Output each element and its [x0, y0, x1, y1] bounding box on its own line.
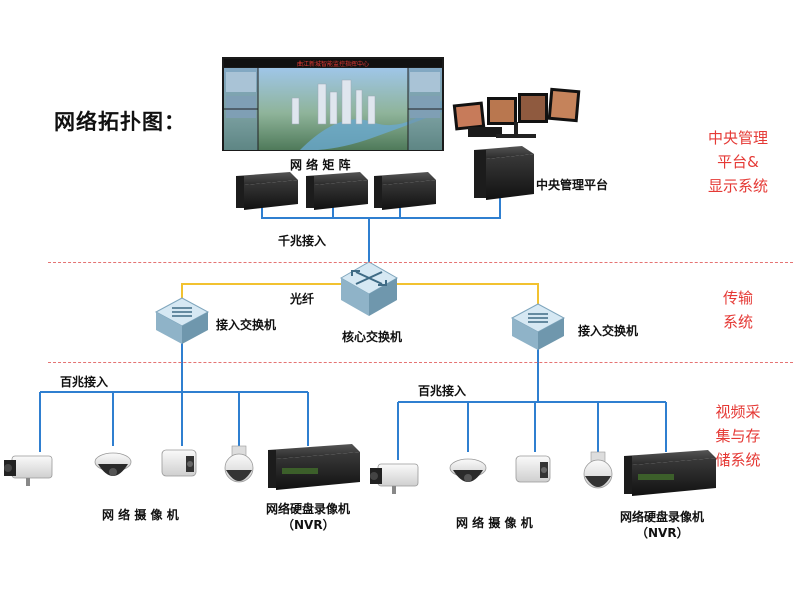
nvr-left-label: 网络硬盘录像机 [266, 502, 351, 516]
central-platform-label: 中央管理平台 [536, 178, 609, 192]
fiber-links [181, 283, 539, 306]
ptz-camera-right [583, 451, 613, 489]
nvr-right-sublabel: （NVR） [636, 526, 689, 540]
access-switch-right-label: 接入交换机 [578, 324, 639, 338]
section-transmission-line-2: 系统 [722, 313, 753, 331]
core-switch-label: 核心交换机 [342, 330, 403, 344]
section-capture-label: 视频采 集与存 储系统 [688, 400, 788, 472]
matrix-server-2 [306, 172, 368, 210]
section-capture-line-2: 集与存 [715, 427, 761, 445]
dome-camera-right [449, 458, 487, 482]
box-camera-right [370, 463, 419, 494]
bullet-camera-right [515, 455, 551, 483]
access-switch-left-label: 接入交换机 [216, 318, 277, 332]
fiber-right-line [395, 283, 539, 306]
fast-access-left-label: 百兆接入 [60, 375, 109, 389]
network-matrix-label: 网 络 矩 阵 [290, 158, 351, 172]
nvr-right [624, 450, 716, 496]
section-management-line-2: 平台& [717, 153, 759, 171]
cameras-left-label: 网 络 摄 像 机 [102, 508, 179, 522]
page-title: 网络拓扑图： [54, 110, 186, 134]
section-management-line-3: 显示系统 [707, 177, 768, 195]
section-transmission-label: 传输 系统 [688, 286, 788, 334]
fiber-left-line [181, 283, 345, 300]
gigabit-access-label: 千兆接入 [278, 234, 327, 248]
box-camera-left [4, 455, 53, 486]
fast-access-right-label: 百兆接入 [418, 384, 467, 398]
matrix-bus-line [261, 196, 501, 219]
matrix-server-3 [374, 172, 436, 210]
section-management-line-1: 中央管理 [707, 129, 768, 147]
section-capture-line-1: 视频采 [715, 403, 761, 421]
core-switch [339, 261, 399, 316]
nvr-left [268, 444, 360, 490]
section-transmission-line-1: 传输 [722, 289, 753, 307]
video-wall: 曲江新城智能监控指挥中心 [222, 57, 444, 151]
nvr-left-sublabel: （NVR） [282, 518, 335, 532]
matrix-server-1 [236, 172, 298, 210]
network-links [39, 196, 667, 460]
video-wall-banner: 曲江新城智能监控指挥中心 [297, 60, 369, 68]
access-switch-left [154, 297, 210, 344]
divider-management-transmission [48, 262, 793, 263]
section-management-label: 中央管理 平台& 显示系统 [688, 126, 788, 198]
ptz-camera-left [224, 445, 254, 483]
bullet-camera-left [161, 449, 197, 477]
central-platform-server [474, 146, 534, 200]
divider-transmission-capture [48, 362, 793, 363]
cameras-right-label: 网 络 摄 像 机 [456, 516, 533, 530]
fiber-label: 光纤 [290, 292, 315, 306]
section-capture-line-3: 储系统 [715, 451, 761, 469]
monitor-array [452, 87, 581, 138]
access-switch-right [510, 303, 566, 350]
nvr-right-label: 网络硬盘录像机 [620, 510, 705, 524]
dome-camera-left [94, 452, 132, 476]
